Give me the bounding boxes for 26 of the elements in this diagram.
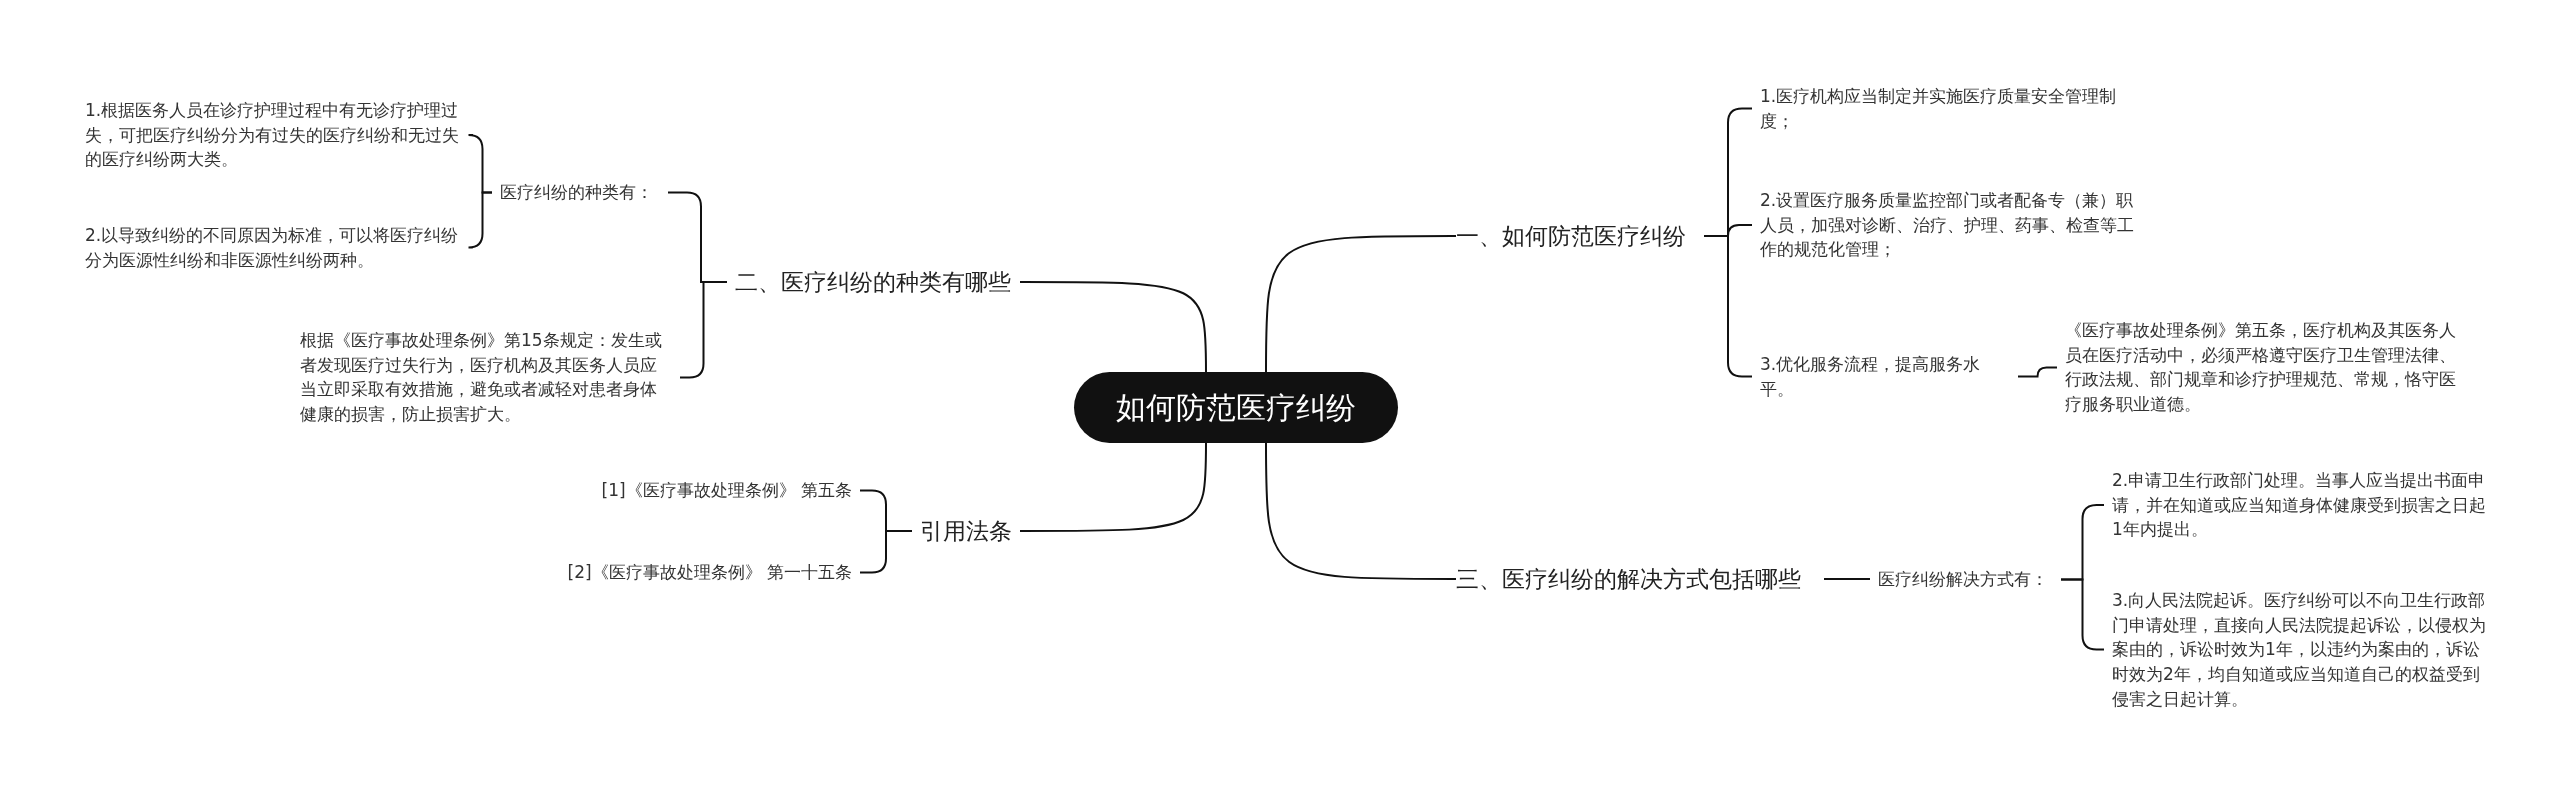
- topic-text: [2]《医疗事故处理条例》 第一十五条: [530, 560, 852, 585]
- branch-topic: 三、医疗纠纷的解决方式包括哪些: [1456, 563, 1816, 596]
- branch-topic: 引用法条: [920, 515, 1020, 548]
- connector-line: [1265, 442, 1457, 580]
- connector-line: [1019, 281, 1207, 373]
- connector-line: [2017, 366, 2058, 378]
- connector-line: [1823, 578, 1871, 580]
- connector-line: [467, 191, 493, 249]
- topic-text: 2.申请卫生行政部门处理。当事人应当提出书面申请，并在知道或应当知道身体健康受到损害之日起1年内提出。: [2112, 468, 2492, 542]
- topic-text: [1]《医疗事故处理条例》 第五条: [560, 478, 852, 503]
- connector-line: [1265, 235, 1457, 373]
- topic-text: 2.设置医疗服务质量监控部门或者配备专（兼）职人员，加强对诊断、治疗、护理、药事、检查等工作的规范化管理；: [1760, 188, 2140, 262]
- topic-text: 《医疗事故处理条例》第五条，医疗机构及其医务人员在医疗活动中，必须严格遵守医疗卫生管理法律、行政法规、部门规章和诊疗护理规范、常规，恪守医疗服务职业道德。: [2065, 318, 2465, 417]
- branch-topic: 一、如何防范医疗纠纷: [1456, 220, 1696, 253]
- topic-text: 3.向人民法院起诉。医疗纠纷可以不向卫生行政部门申请处理，直接向人民法院提起诉讼，以侵权为案由的，诉讼时效为1年，以违约为案由的，诉讼时效为2年，均自知道或应当知道自己的权益受到侵害之日起计算。: [2112, 588, 2492, 712]
- topic-text: 1.医疗机构应当制定并实施医疗质量安全管理制度；: [1760, 84, 2140, 134]
- central-topic: 如何防范医疗纠纷: [1074, 372, 1398, 443]
- topic-text: 医疗纠纷解决方式有：: [1878, 567, 2053, 592]
- topic-text: 医疗纠纷的种类有：: [500, 180, 660, 205]
- branch-topic: 二、医疗纠纷的种类有哪些: [735, 266, 1020, 299]
- connector-line: [1019, 442, 1207, 532]
- connector-line: [859, 530, 913, 574]
- topic-text: 2.以导致纠纷的不同原因为标准，可以将医疗纠纷分为医源性纠纷和非医源性纠纷两种。: [85, 223, 465, 273]
- topic-text: 3.优化服务流程，提高服务水平。: [1760, 352, 2010, 402]
- topic-text: 1.根据医务人员在诊疗护理过程中有无诊疗护理过失，可把医疗纠纷分为有过失的医疗纠纷和无过失的医疗纠纷两大类。: [85, 98, 465, 172]
- topic-text: 根据《医疗事故处理条例》第15条规定：发生或者发现医疗过失行为，医疗机构及其医务人员应当立即采取有效措施，避免或者减轻对患者身体健康的损害，防止损害扩大。: [300, 328, 672, 427]
